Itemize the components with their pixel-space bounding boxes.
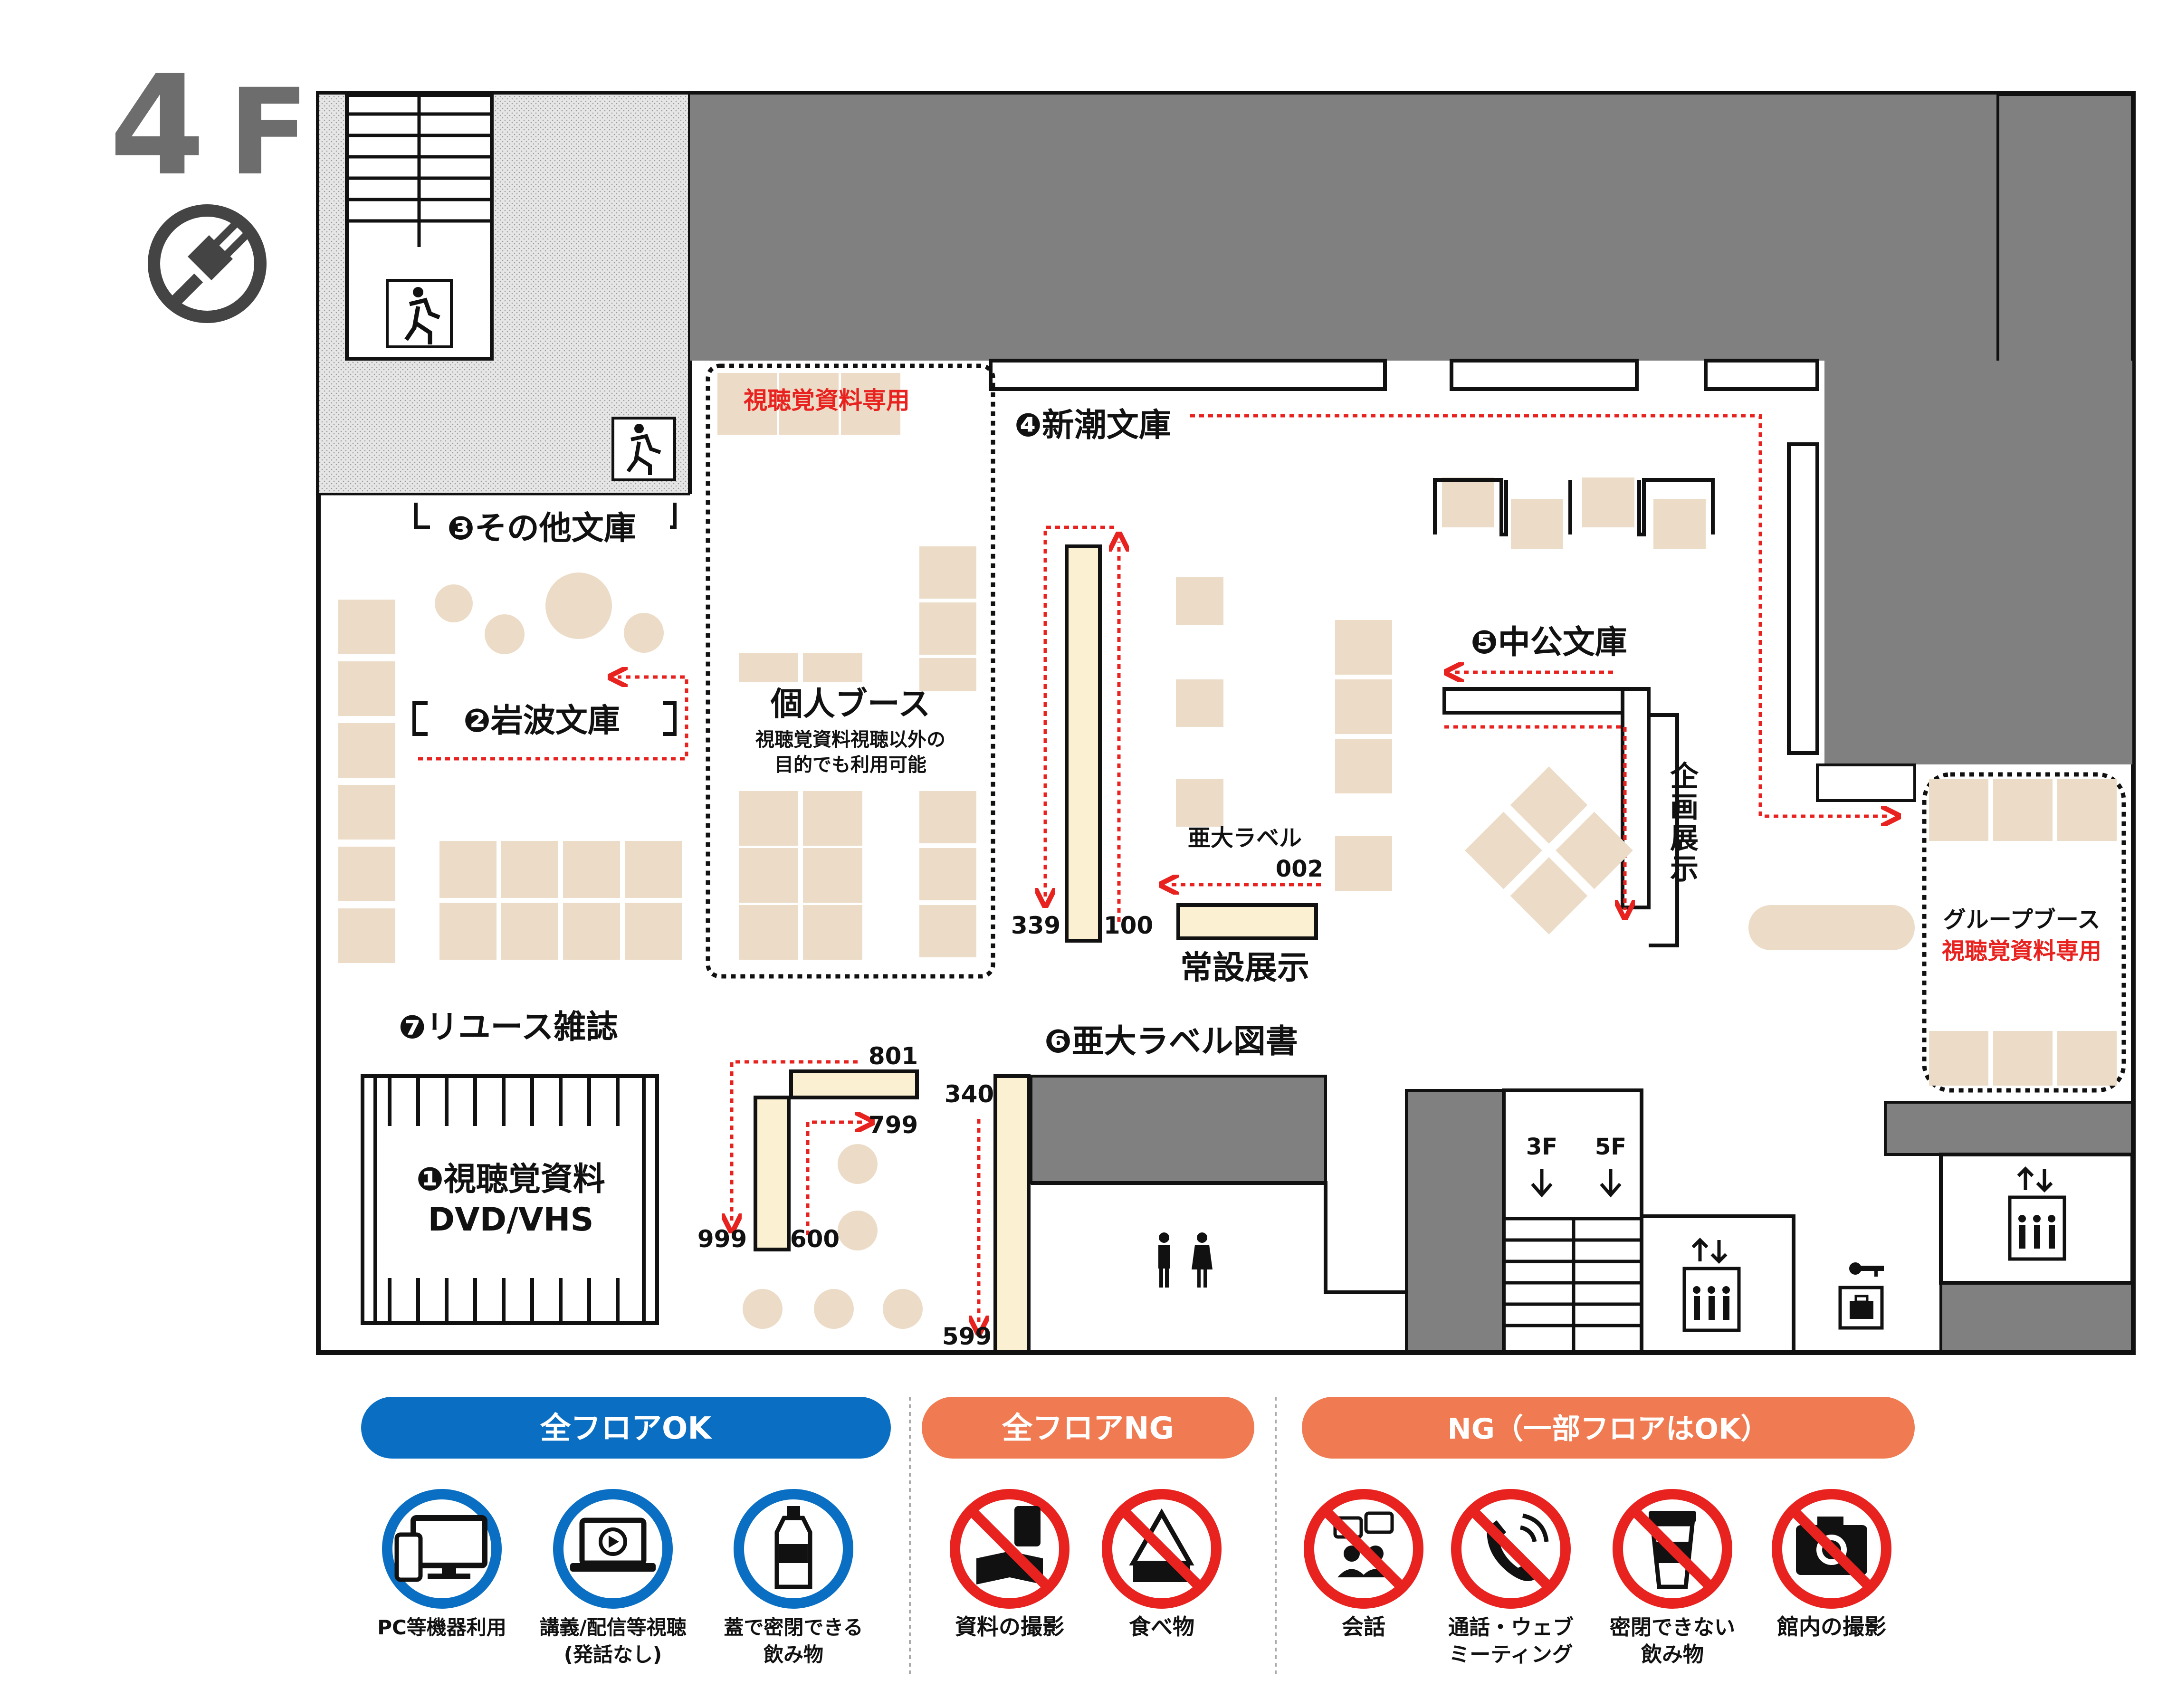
personal-booth-area [706, 363, 995, 979]
legend-no-camera-label: 館内の撮影 [1777, 1614, 1886, 1640]
shelf-number-799: 799 [869, 1111, 918, 1139]
shelf-340-599[interactable] [993, 1074, 1031, 1354]
shelf-number-100: 100 [1104, 912, 1153, 939]
sofa [1748, 905, 1915, 950]
legend-lecture-label: 講義/配信等視聴 [539, 1616, 686, 1639]
laptop-video-icon [553, 1489, 673, 1609]
shelf-number-600: 600 [790, 1225, 840, 1253]
reuse-magazine-label: ❼リユース雑誌 [399, 1009, 618, 1046]
legend-bottle-label: 蓋で密閉できる [724, 1616, 863, 1639]
power-outlet-icon [148, 204, 267, 323]
shelf-number-999: 999 [697, 1225, 747, 1253]
shelf-801[interactable] [789, 1069, 919, 1099]
svg-text:企: 企 [1670, 760, 1699, 793]
chuko-shelf[interactable] [1442, 687, 1651, 715]
legend-no-call-label: 通話・ウェブ [1448, 1615, 1574, 1640]
adai-label-text: 亜大ラベル [1188, 825, 1302, 851]
chuko-bunko-label: ❺中公文庫 [1470, 624, 1627, 661]
no-talk-icon [1304, 1489, 1423, 1609]
legend-bottle-label2: 飲み物 [764, 1643, 823, 1666]
legend-ok-pill [361, 1397, 891, 1459]
permanent-display-shelf[interactable] [1176, 903, 1318, 940]
shelf-600-999[interactable] [754, 1096, 791, 1251]
group-booth-title: グループブース [1943, 906, 2101, 933]
legend-no-food-label: 食べ物 [1129, 1614, 1194, 1640]
round-tables [743, 1144, 923, 1329]
legend-ok-title: 全フロアOK [540, 1411, 712, 1446]
no-call-icon [1451, 1489, 1571, 1609]
stairs-arrows [1531, 1169, 1622, 1198]
svg-text:画: 画 [1670, 791, 1699, 824]
closed-area [690, 95, 2132, 361]
restroom-icon [1158, 1232, 1213, 1288]
legend-no-talk-label: 会話 [1342, 1614, 1385, 1640]
personal-booths [717, 373, 976, 960]
shelf-number-340: 340 [945, 1080, 994, 1108]
elevator-icon [1682, 1238, 1741, 1332]
shincho-bunko-label: ❹新潮文庫 [1014, 407, 1171, 444]
group-booth-sub: 視聴覚資料専用 [1942, 938, 2101, 964]
permanent-display-label: 常設展示 [1180, 949, 1309, 987]
bottle-icon [734, 1489, 853, 1609]
elevator-icon-2 [2008, 1166, 2066, 1261]
legend-no-photo-materials-label: 資料の撮影 [955, 1614, 1064, 1640]
adai-label-number: 002 [1276, 856, 1323, 882]
legend-ng-pill [922, 1397, 1254, 1459]
closed-area-east [1824, 361, 2132, 764]
svg-text:展: 展 [1670, 822, 1699, 855]
av-material-label: ❶視聴覚資料 [416, 1161, 605, 1198]
legend-no-call-label2: ミーティング [1449, 1642, 1573, 1667]
sonota-bunko-label: ❸その他文庫 [447, 510, 636, 547]
no-photo-materials-icon [950, 1489, 1069, 1609]
stairs-steps [347, 95, 492, 247]
iwanami-bunko-label: ❷岩波文庫 [463, 702, 620, 740]
closed-area-se [1884, 1101, 2134, 1156]
legend-no-cup-label: 密閉できない [1610, 1615, 1735, 1640]
floor-unit: F [228, 63, 309, 201]
stairs-down-label: 3F [1526, 1134, 1557, 1160]
no-cup-icon [1613, 1489, 1732, 1609]
legend-lecture-label2: (発話なし) [564, 1643, 662, 1666]
left-tables [338, 573, 682, 963]
av-material-format: DVD/VHS [428, 1201, 594, 1239]
personal-booth-sub1: 視聴覚資料視聴以外の [755, 729, 945, 751]
av-only-label: 視聴覚資料専用 [744, 387, 910, 414]
kikaku-display-label: 企 画 展 示 [1670, 760, 1699, 886]
legend-pc-label: PC等機器利用 [377, 1616, 506, 1639]
av-material-shelf[interactable] [361, 1074, 659, 1325]
iwanami-route [418, 677, 688, 761]
shelf-number-339: 339 [1011, 912, 1060, 939]
shincho-tables [1442, 477, 1706, 549]
shelf-100-339[interactable] [1065, 544, 1102, 943]
wall-segments [989, 359, 1819, 755]
exit-figure-icon-2 [626, 424, 661, 475]
floor-number: 4 [109, 46, 205, 206]
shincho-route [1190, 414, 1891, 816]
emergency-exit-icon-2 [611, 417, 676, 481]
staff-room-key-icon [1838, 1262, 1884, 1330]
adai-label-book-label: ❻亜大ラベル図書 [1044, 1023, 1298, 1060]
shelf-number-801: 801 [869, 1042, 918, 1070]
legend-partial-pill [1302, 1397, 1915, 1459]
svg-text:示: 示 [1670, 853, 1699, 886]
legend-no-cup-label2: 飲み物 [1641, 1642, 1704, 1667]
group-booth-seats [1929, 779, 2117, 1086]
legend-ng-title: 全フロアNG [1002, 1411, 1174, 1446]
pc-device-icon [382, 1489, 502, 1609]
legend: 全フロアOK 全フロアNG NG（一部フロアはOK） PC等機器利用 講義/配信… [361, 1397, 1915, 1677]
personal-booth-title: 個人ブース [770, 686, 931, 723]
stairs-up-label: 5F [1595, 1134, 1626, 1160]
shelf-number-599: 599 [942, 1323, 992, 1350]
legend-partial-title: NG（一部フロアはOK） [1448, 1412, 1769, 1446]
center-tables [1176, 577, 1392, 891]
no-food-icon [1102, 1489, 1222, 1609]
personal-booth-sub2: 目的でも利用可能 [774, 754, 926, 776]
no-camera-icon [1772, 1489, 1891, 1609]
exit-figure-icon [404, 287, 440, 344]
